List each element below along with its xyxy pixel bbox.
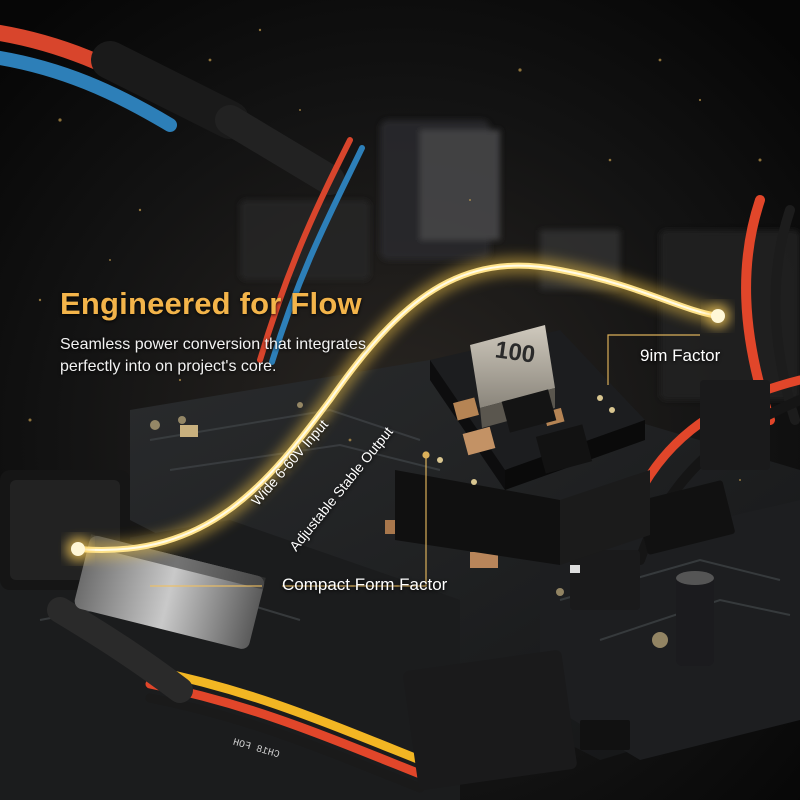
wires-bottom xyxy=(47,597,425,793)
headline: Engineered for Flow xyxy=(60,286,362,321)
callout-leaders xyxy=(150,334,700,587)
smd-parts xyxy=(180,425,580,573)
leader-compact xyxy=(150,455,427,587)
electrolytic-capacitor xyxy=(676,571,714,666)
background-components xyxy=(240,120,800,400)
pin-headers xyxy=(403,380,770,790)
callout-compact-form-factor: Compact Form Factor xyxy=(282,575,448,594)
subheadline: Seamless power conversion that integrate… xyxy=(60,336,366,375)
callout-slim-factor: 9im Factor xyxy=(640,346,721,365)
leader-9im xyxy=(607,334,700,385)
dc-dc-converter-module xyxy=(395,325,650,565)
glitter-particles xyxy=(28,28,762,481)
wires-top-left xyxy=(0,24,365,365)
ic-chips xyxy=(580,480,735,750)
glow-flow-line xyxy=(66,256,730,561)
inductor-marking: 100 xyxy=(493,336,537,369)
main-pcb-board xyxy=(0,360,800,800)
